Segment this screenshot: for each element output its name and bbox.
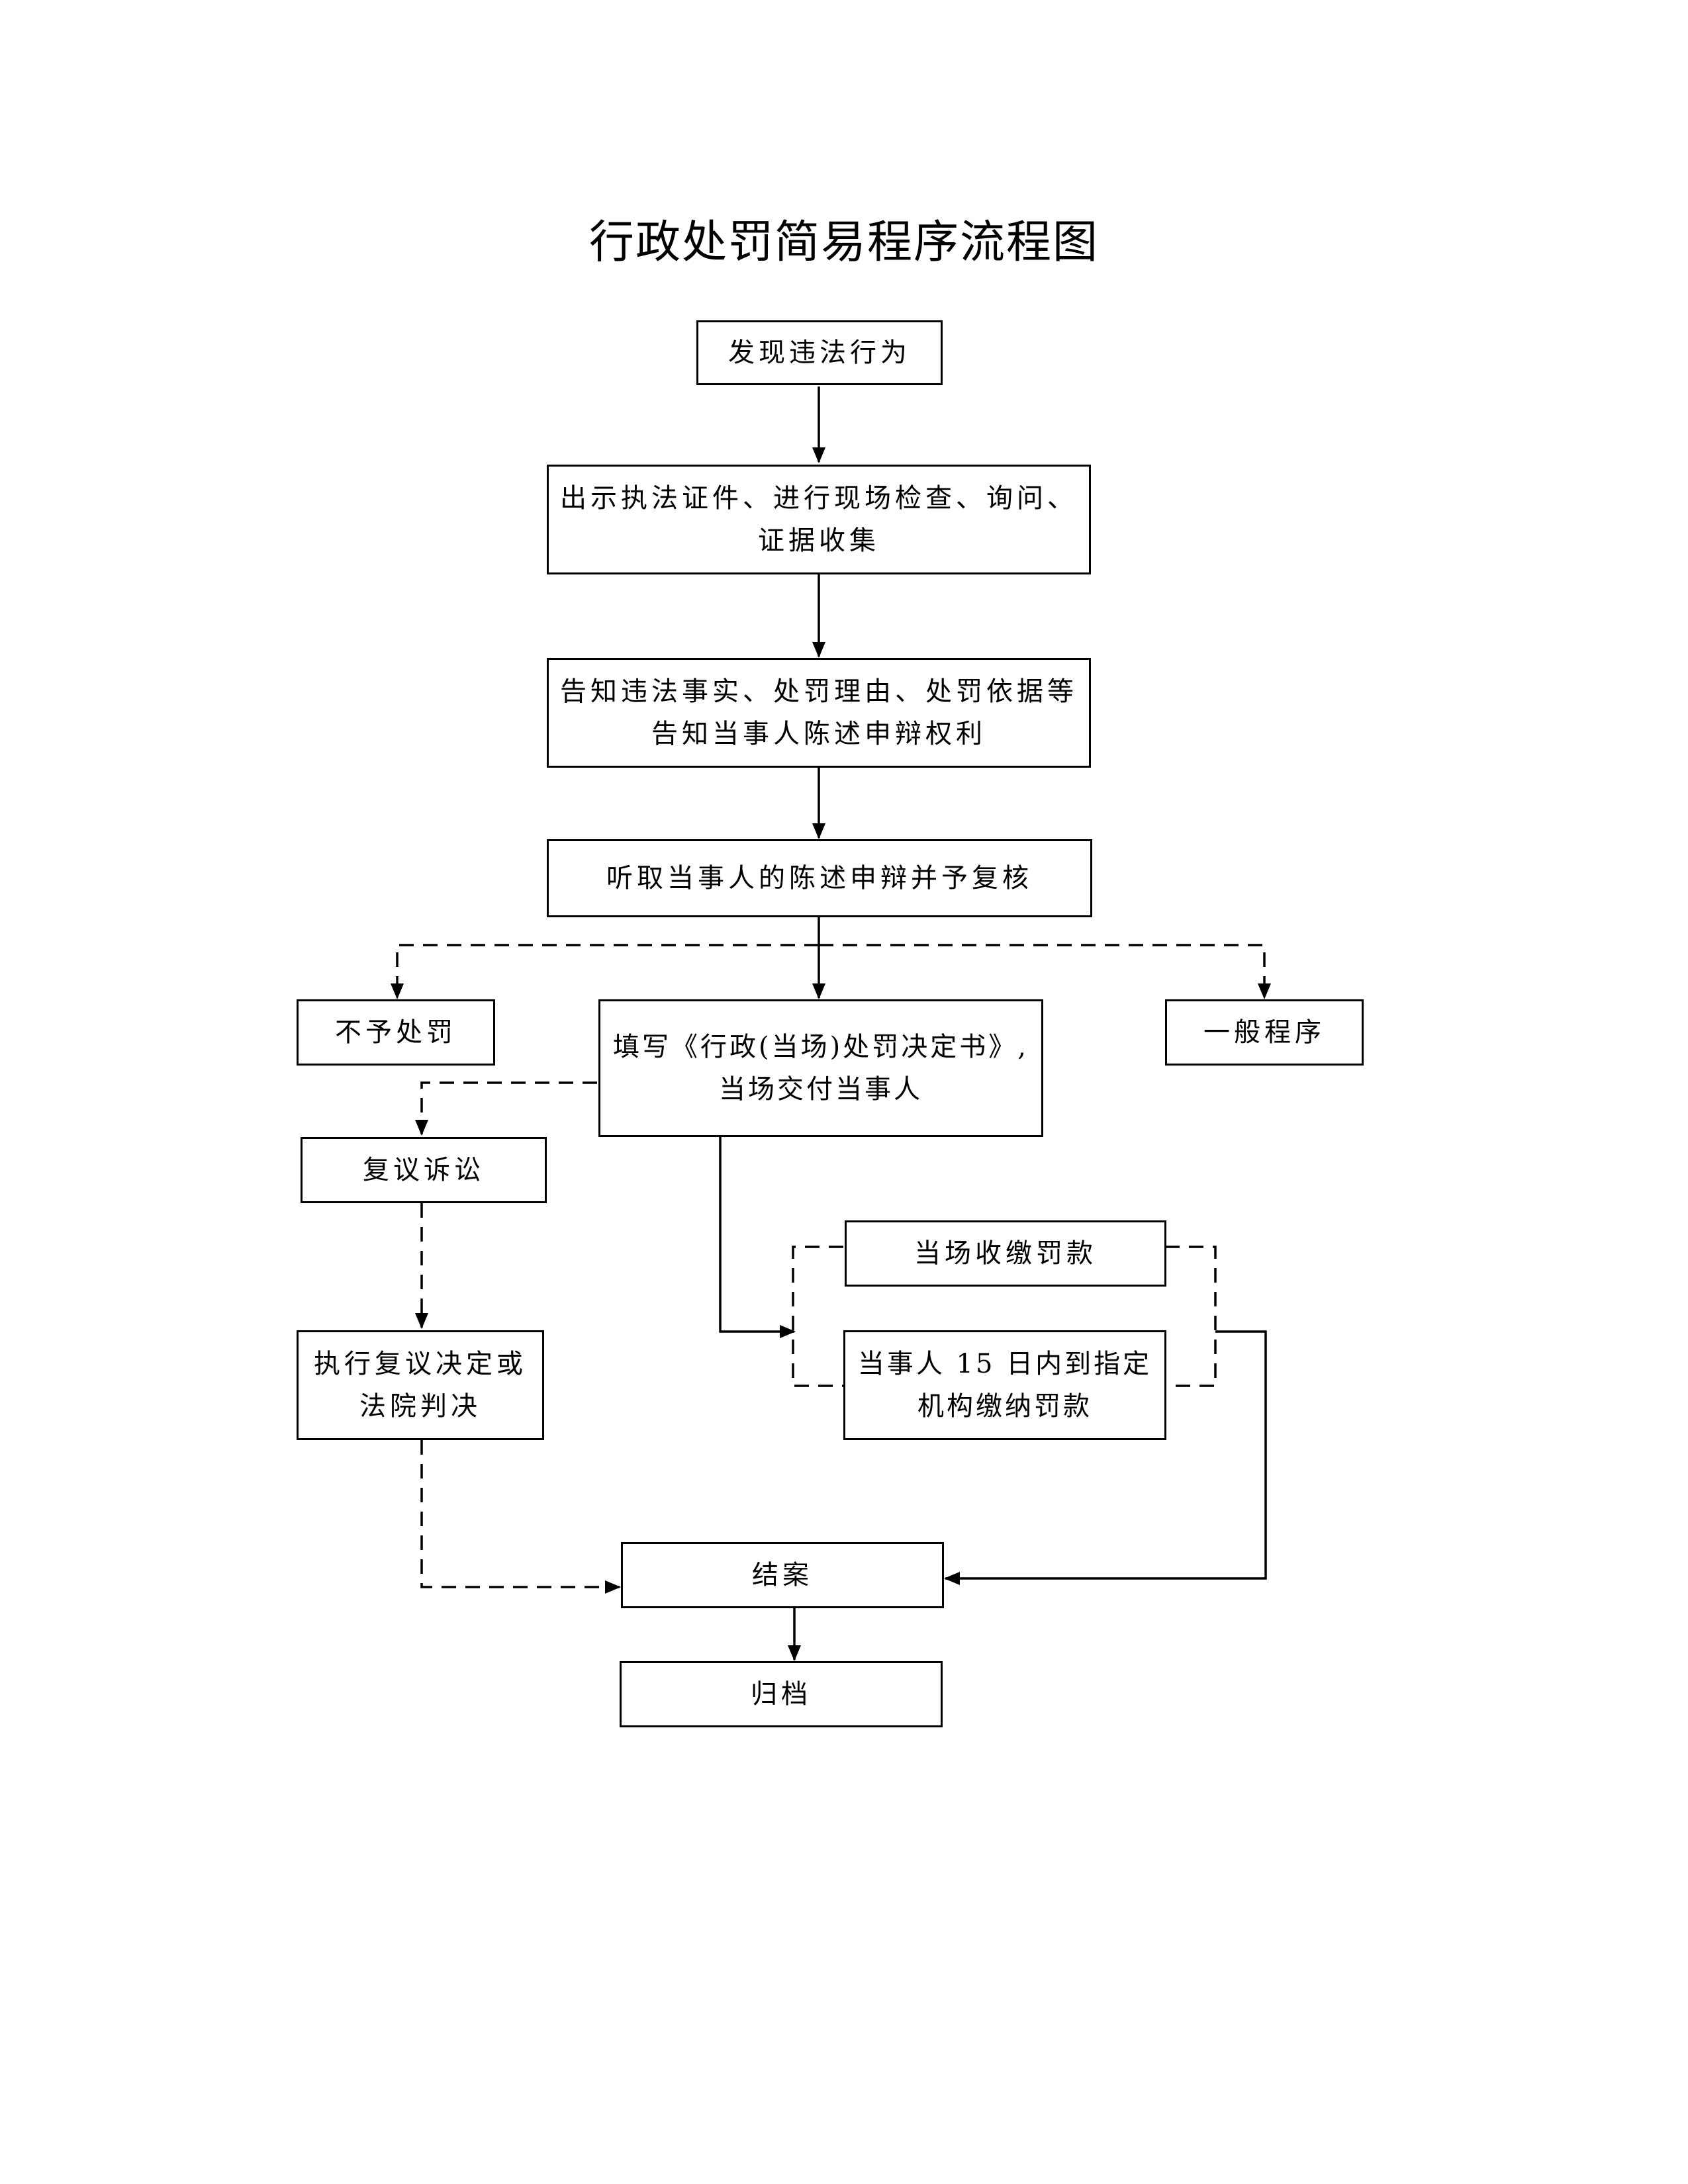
node-general-procedure-label: 一般程序 [1203, 1017, 1325, 1048]
dashed-arrow-execute-to-close [420, 1440, 621, 1594]
node-no-penalty-label: 不予处罚 [335, 1017, 457, 1048]
arrow-fill-to-payment [719, 1137, 796, 1338]
node-collect-fine-onsite: 当场收缴罚款 [845, 1220, 1166, 1287]
node-close-case-label: 结案 [752, 1560, 813, 1590]
node-execute-review: 执行复议决定或 法院判决 [297, 1330, 544, 1440]
node-fill-decision-label: 填写《行政(当场)处罚决定书》, 当场交付当事人 [613, 1032, 1029, 1105]
node-close-case: 结案 [621, 1542, 944, 1608]
arrow-payment-to-close [944, 1330, 1267, 1585]
node-discover-label: 发现违法行为 [728, 338, 911, 368]
node-discover: 发现违法行为 [696, 320, 943, 385]
node-pay-fine-15days: 当事人 15 日内到指定 机构缴纳罚款 [843, 1330, 1166, 1440]
node-show-credentials: 出示执法证件、进行现场检查、询问、 证据收集 [547, 465, 1091, 574]
node-hear-label: 听取当事人的陈述申辩并予复核 [606, 863, 1033, 893]
dashed-arrow-to-general [819, 944, 1271, 999]
node-fill-decision: 填写《行政(当场)处罚决定书》, 当场交付当事人 [598, 999, 1043, 1137]
dashed-bracket-left [792, 1246, 843, 1387]
node-inform: 告知违法事实、处罚理由、处罚依据等 告知当事人陈述申辩权利 [547, 658, 1091, 768]
node-archive: 归档 [620, 1661, 943, 1727]
page-title: 行政处罚简易程序流程图 [588, 216, 1099, 269]
node-review-litigation: 复议诉讼 [301, 1137, 547, 1203]
dashed-arrow-to-no-penalty [391, 944, 819, 999]
node-no-penalty: 不予处罚 [297, 999, 495, 1066]
node-archive-label: 归档 [751, 1679, 812, 1709]
node-inform-label: 告知违法事实、处罚理由、处罚依据等 告知当事人陈述申辩权利 [560, 676, 1078, 749]
node-show-credentials-label: 出示执法证件、进行现场检查、询问、 证据收集 [560, 483, 1078, 556]
node-collect-fine-onsite-label: 当场收缴罚款 [914, 1238, 1097, 1269]
node-pay-fine-15days-label: 当事人 15 日内到指定 机构缴纳罚款 [857, 1349, 1152, 1422]
node-general-procedure: 一般程序 [1165, 999, 1364, 1066]
dashed-bracket-right [1165, 1246, 1217, 1387]
node-review-litigation-label: 复议诉讼 [363, 1155, 485, 1185]
node-hear: 听取当事人的陈述申辩并予复核 [547, 839, 1092, 917]
node-execute-review-label: 执行复议决定或 法院判决 [314, 1349, 527, 1422]
dashed-arrow-to-review [415, 1081, 597, 1136]
